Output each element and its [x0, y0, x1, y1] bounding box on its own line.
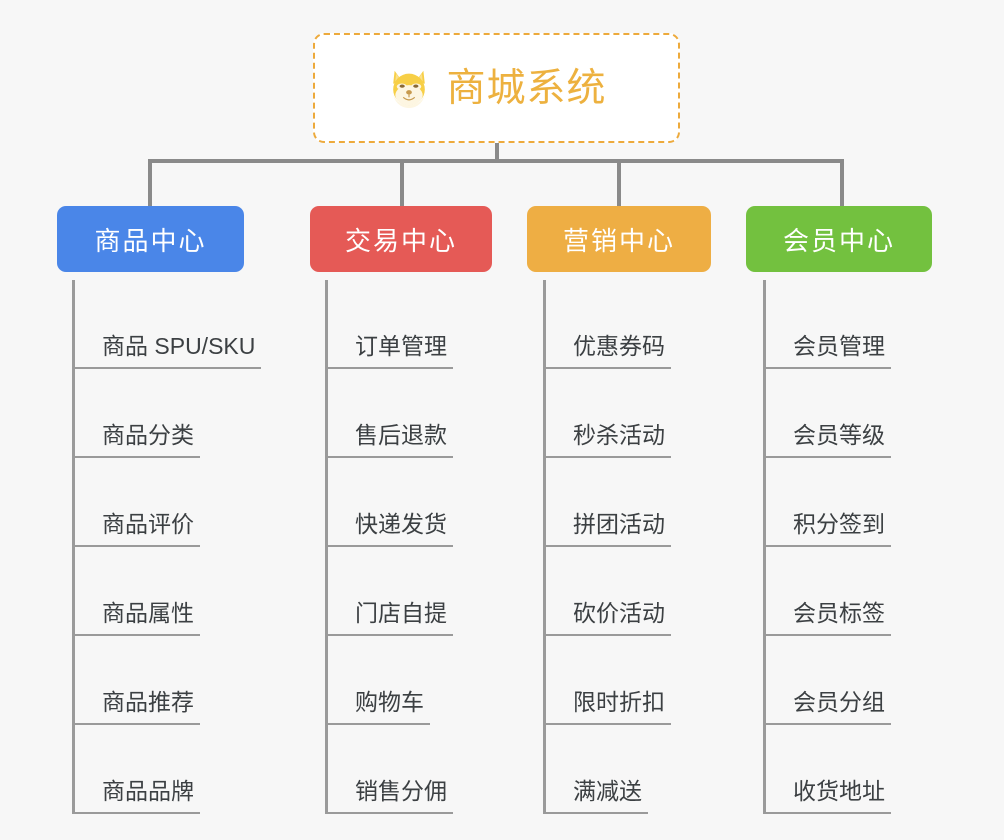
- list-item[interactable]: 订单管理: [325, 280, 453, 369]
- list-item-label: 订单管理: [325, 332, 453, 369]
- list-item[interactable]: 快递发货: [325, 458, 453, 547]
- list-item-label: 拼团活动: [543, 510, 671, 547]
- branch-交易中心: 订单管理 售后退款 快递发货 门店自提 购物车 销售分佣: [325, 280, 453, 814]
- list-item[interactable]: 会员管理: [763, 280, 891, 369]
- list-item-label: 会员分组: [763, 688, 891, 725]
- list-item-label: 销售分佣: [325, 777, 453, 814]
- branch-会员中心: 会员管理 会员等级 积分签到 会员标签 会员分组 收货地址: [763, 280, 891, 814]
- root-node[interactable]: 商城系统: [313, 33, 680, 143]
- branch-营销中心: 优惠券码 秒杀活动 拼团活动 砍价活动 限时折扣 满减送: [543, 280, 671, 814]
- category-title: 营销中心: [562, 225, 675, 256]
- category-header-营销中心[interactable]: 营销中心: [527, 206, 711, 272]
- list-item-label: 商品 SPU/SKU: [72, 332, 262, 369]
- connector-drop-4: [840, 159, 844, 206]
- list-item[interactable]: 秒杀活动: [543, 369, 671, 458]
- list-item[interactable]: 售后退款: [325, 369, 453, 458]
- list-item-label: 会员管理: [763, 332, 891, 369]
- list-item-label: 砍价活动: [543, 599, 671, 636]
- list-item-label: 收货地址: [763, 777, 891, 814]
- connector-drop-3: [617, 159, 621, 206]
- list-item-label: 门店自提: [325, 599, 453, 636]
- list-item[interactable]: 商品推荐: [72, 636, 261, 725]
- category-header-交易中心[interactable]: 交易中心: [310, 206, 492, 272]
- category-header-商品中心[interactable]: 商品中心: [57, 206, 244, 272]
- list-item[interactable]: 商品 SPU/SKU: [72, 280, 262, 369]
- list-item-label: 秒杀活动: [543, 421, 671, 458]
- list-item-label: 商品评价: [72, 510, 200, 547]
- list-item[interactable]: 限时折扣: [543, 636, 671, 725]
- list-item[interactable]: 会员标签: [763, 547, 891, 636]
- list-item[interactable]: 销售分佣: [325, 725, 453, 814]
- list-item[interactable]: 优惠券码: [543, 280, 671, 369]
- list-item[interactable]: 积分签到: [763, 458, 891, 547]
- list-item[interactable]: 商品评价: [72, 458, 261, 547]
- list-item[interactable]: 会员等级: [763, 369, 891, 458]
- root-title: 商城系统: [446, 66, 607, 110]
- category-title: 商品中心: [94, 225, 207, 256]
- list-item-label: 快递发货: [325, 510, 453, 547]
- list-item-label: 积分签到: [763, 510, 891, 547]
- list-item-label: 限时折扣: [543, 688, 671, 725]
- list-item[interactable]: 商品分类: [72, 369, 261, 458]
- list-item-label: 购物车: [325, 688, 430, 725]
- branch-spine: [325, 280, 328, 814]
- list-item[interactable]: 门店自提: [325, 547, 453, 636]
- list-item-label: 商品属性: [72, 599, 200, 636]
- connector-drop-1: [148, 159, 152, 206]
- list-item-label: 商品推荐: [72, 688, 200, 725]
- list-item-label: 满减送: [543, 777, 648, 814]
- branch-商品中心: 商品 SPU/SKU 商品分类 商品评价 商品属性 商品推荐 商品品牌: [72, 280, 262, 814]
- branch-spine: [543, 280, 546, 814]
- list-item-label: 售后退款: [325, 421, 453, 458]
- list-item-label: 会员标签: [763, 599, 891, 636]
- list-item[interactable]: 砍价活动: [543, 547, 671, 636]
- list-item[interactable]: 会员分组: [763, 636, 891, 725]
- category-title: 交易中心: [344, 225, 457, 256]
- list-item[interactable]: 收货地址: [763, 725, 891, 814]
- branch-spine: [72, 280, 75, 814]
- list-item-label: 优惠券码: [543, 332, 671, 369]
- category-header-会员中心[interactable]: 会员中心: [746, 206, 932, 272]
- connector-root-stem: [495, 143, 499, 163]
- category-title: 会员中心: [782, 225, 895, 256]
- branch-spine: [763, 280, 766, 814]
- list-item[interactable]: 拼团活动: [543, 458, 671, 547]
- list-item-label: 会员等级: [763, 421, 891, 458]
- connector-horizontal-bus: [148, 159, 844, 163]
- list-item[interactable]: 商品品牌: [72, 725, 261, 814]
- list-item[interactable]: 满减送: [543, 725, 671, 814]
- list-item[interactable]: 购物车: [325, 636, 453, 725]
- list-item-label: 商品品牌: [72, 777, 200, 814]
- connector-drop-2: [400, 159, 404, 206]
- list-item-label: 商品分类: [72, 421, 200, 458]
- list-item[interactable]: 商品属性: [72, 547, 261, 636]
- shiba-dog-face-icon: [393, 70, 426, 109]
